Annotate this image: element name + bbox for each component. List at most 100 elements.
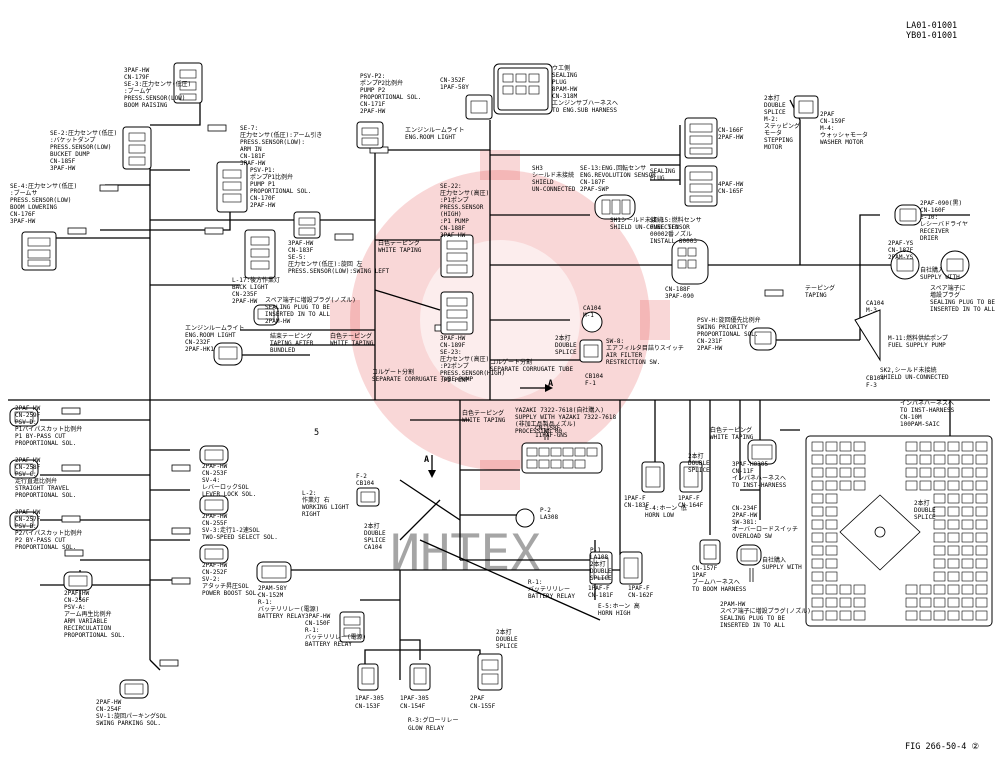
label-line: CN-188F — [440, 225, 466, 232]
label-line: :バケットダンプ — [50, 136, 95, 144]
connector-pin — [825, 571, 838, 582]
label-line: M-2: — [764, 116, 778, 123]
label-line: 1PAF-F — [628, 585, 650, 592]
connector-pin — [825, 506, 838, 517]
label-line: SE-3:圧力センサ(低圧) — [124, 80, 191, 88]
watermark-text: ИНТЕХ — [390, 524, 541, 582]
label-line: CN-259F — [15, 412, 41, 419]
label-line: F-1 — [585, 380, 596, 387]
label-line: CN-187F — [888, 247, 914, 254]
connector-pin — [853, 454, 866, 465]
connector-cn256f — [63, 571, 93, 591]
label-line: ウォッシャモータ — [820, 131, 868, 139]
connector-cn188f-p1 — [440, 234, 474, 278]
connector-pin — [947, 597, 960, 608]
connector-cn231f — [749, 327, 777, 351]
label-line: PRESS.SENSOR(LOW) — [50, 144, 111, 151]
label-line: P1バイパスカット比例弁 — [15, 425, 82, 433]
label-line: SPLICE — [914, 514, 936, 521]
label-line: INSERTED IN TO ALL — [265, 311, 330, 318]
label-line: CN-183F — [288, 247, 314, 254]
label-line: BATTERY RELAY — [305, 641, 352, 648]
connector-cn181f — [216, 161, 248, 213]
label-line: 2本打 — [555, 334, 571, 342]
connector-pin — [975, 584, 988, 595]
label-line: SPLICE — [688, 467, 710, 474]
label-line: CA104 — [583, 305, 601, 312]
connector-pin — [853, 597, 866, 608]
label-line: :P2ポンプ — [440, 362, 469, 370]
label-line: HORN LOW — [645, 512, 674, 519]
label-line: SPLICE — [555, 349, 577, 356]
label-line: CN-257F — [15, 516, 41, 523]
connector-pin — [975, 441, 988, 452]
label-line: CN-166F — [718, 127, 744, 134]
label-line: レシーバドライヤ — [920, 221, 968, 228]
label-line: CN-256F — [64, 597, 90, 604]
label-line: STEPPING — [764, 137, 793, 144]
connector-pin — [933, 597, 946, 608]
connector-cn160f — [894, 204, 922, 226]
connector-cn152m — [256, 561, 292, 583]
label-line: E-5:ホーン 高 — [598, 602, 640, 610]
label-line: 2PAF-HW — [15, 509, 41, 516]
connector-pin — [933, 441, 946, 452]
label-line: SEALING PLUG TO BE — [930, 299, 995, 306]
connector-pin — [839, 610, 852, 621]
label-line: ブームハーネスへ — [692, 578, 740, 586]
connector-pin — [933, 519, 946, 530]
connector-pin — [961, 610, 974, 621]
label-line: PROPORTIONAL SOL. — [15, 544, 76, 551]
connector-pin — [905, 584, 918, 595]
label-line: 白色テーピング — [330, 332, 372, 340]
label-line: レバーロックSOL — [202, 484, 249, 491]
label-line: SEALING — [552, 72, 578, 79]
label-line: BOOM LOWERING — [10, 204, 57, 211]
connector-pin — [947, 584, 960, 595]
connector-pin — [811, 597, 824, 608]
label-line: P2 BY-PASS CUT — [15, 537, 66, 544]
label-line: コルゲート分割 — [490, 358, 532, 366]
label-line: OVERLOAD SW — [732, 533, 772, 540]
label-line: ARM VARIABLE — [64, 618, 108, 625]
connector-pin — [839, 597, 852, 608]
label-line: SV-1:旋回パーキングSOL — [96, 712, 167, 720]
connector-pin — [947, 519, 960, 530]
label-line: 2PAF-HW — [697, 345, 723, 352]
label-line: SPLICE — [496, 643, 518, 650]
label-line: CN-176F — [10, 211, 36, 218]
label-line: CN-234F — [732, 505, 758, 512]
diagram-labels: 3PAF-HWCN-179FSE-3:圧力センサ(低圧):ブームゲPRESS.S… — [10, 64, 995, 732]
connector-pin — [933, 571, 946, 582]
label-line: SEALING — [650, 168, 676, 175]
connector-pin — [961, 441, 974, 452]
connector-cn155f — [477, 653, 503, 691]
label-line: RIGHT — [302, 511, 320, 518]
label-line: M-11:燃料供給ポンプ — [888, 334, 948, 342]
label-line: CN-164F — [678, 502, 704, 509]
connector-cb104-f2 — [356, 487, 380, 507]
label-line: SHIELD UN-CONNECTED — [880, 374, 949, 381]
label-line: CN-165F — [718, 188, 744, 195]
label-line: 2PAF-HW — [15, 405, 41, 412]
label-line: SUPPLY WITH — [920, 274, 960, 281]
connector-cn11f — [747, 439, 777, 465]
connector-pin — [947, 493, 960, 504]
label-line: M-4: — [820, 125, 834, 132]
label-line: 2PAF-HW — [96, 699, 122, 706]
label-line: バッテリリレー(電源) — [258, 605, 319, 613]
